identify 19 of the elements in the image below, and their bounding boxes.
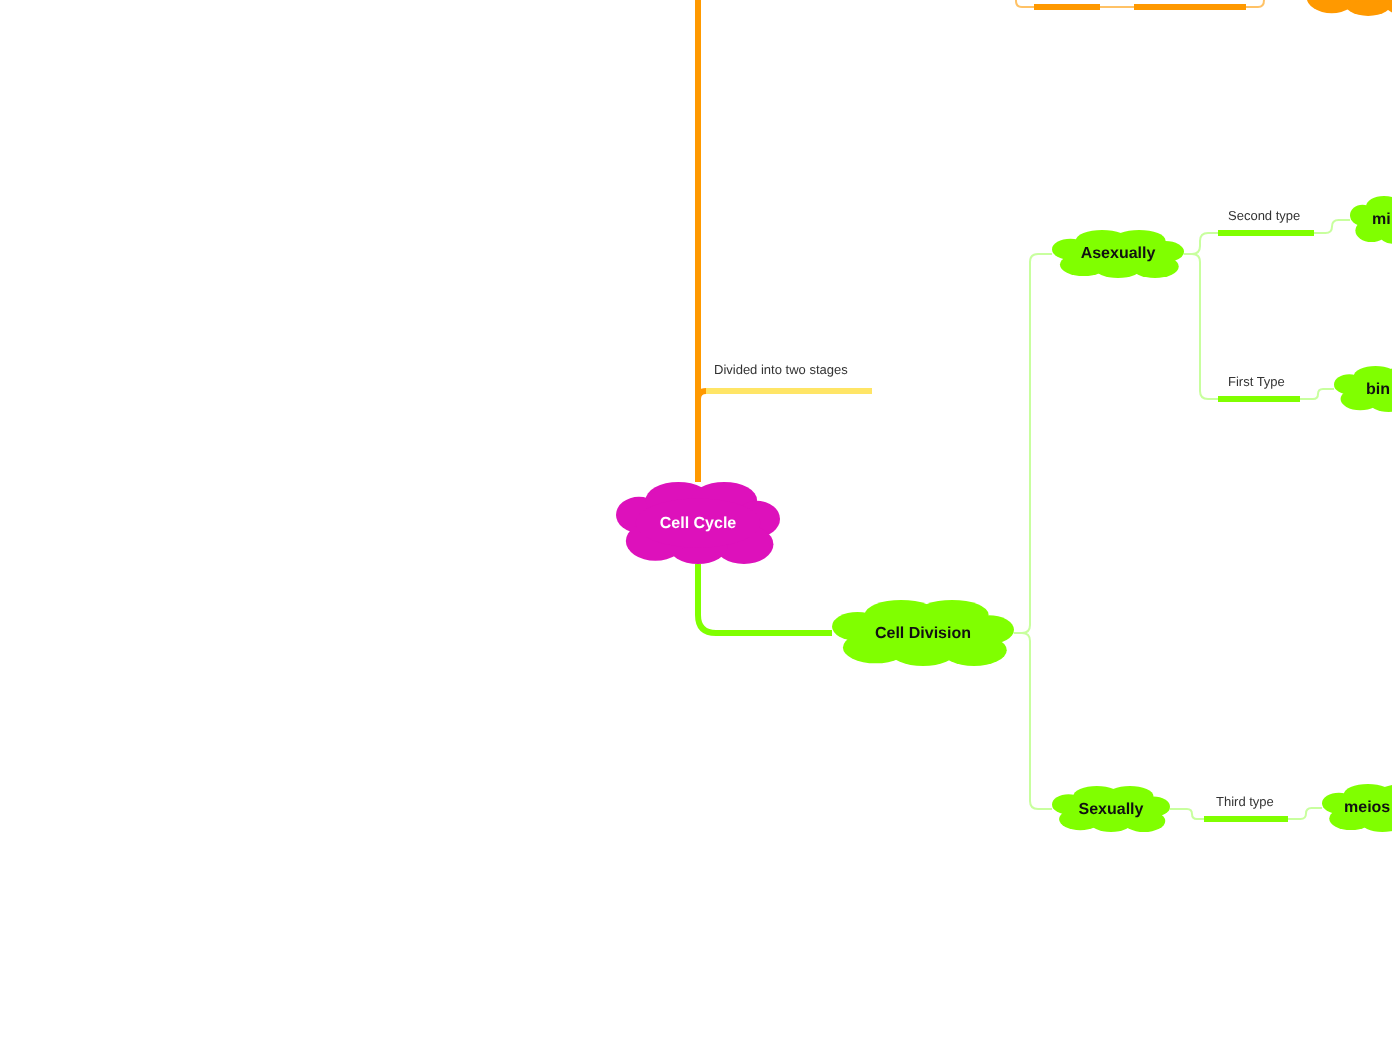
connector-line	[1287, 807, 1323, 820]
connector-line	[1015, 0, 1035, 8]
connector-line	[1099, 6, 1135, 8]
underline-bar	[1034, 4, 1100, 10]
branch-line	[695, 0, 701, 482]
connector-line	[1313, 219, 1351, 234]
node-text: Asexually	[1080, 244, 1156, 264]
connector-line	[1183, 253, 1219, 400]
connector-line	[1169, 808, 1205, 820]
connector-line	[1245, 0, 1265, 8]
node-text: bin	[1366, 379, 1390, 399]
node-text: mi	[1372, 210, 1391, 230]
node-text: Sexually	[1078, 799, 1144, 819]
node-text: Cell Cycle	[659, 513, 737, 533]
branch-line	[695, 564, 832, 636]
underline-bar	[1134, 4, 1246, 10]
node-text: Cell Division	[874, 623, 971, 643]
node-text: meios	[1344, 798, 1391, 818]
connector-line	[1299, 388, 1335, 400]
